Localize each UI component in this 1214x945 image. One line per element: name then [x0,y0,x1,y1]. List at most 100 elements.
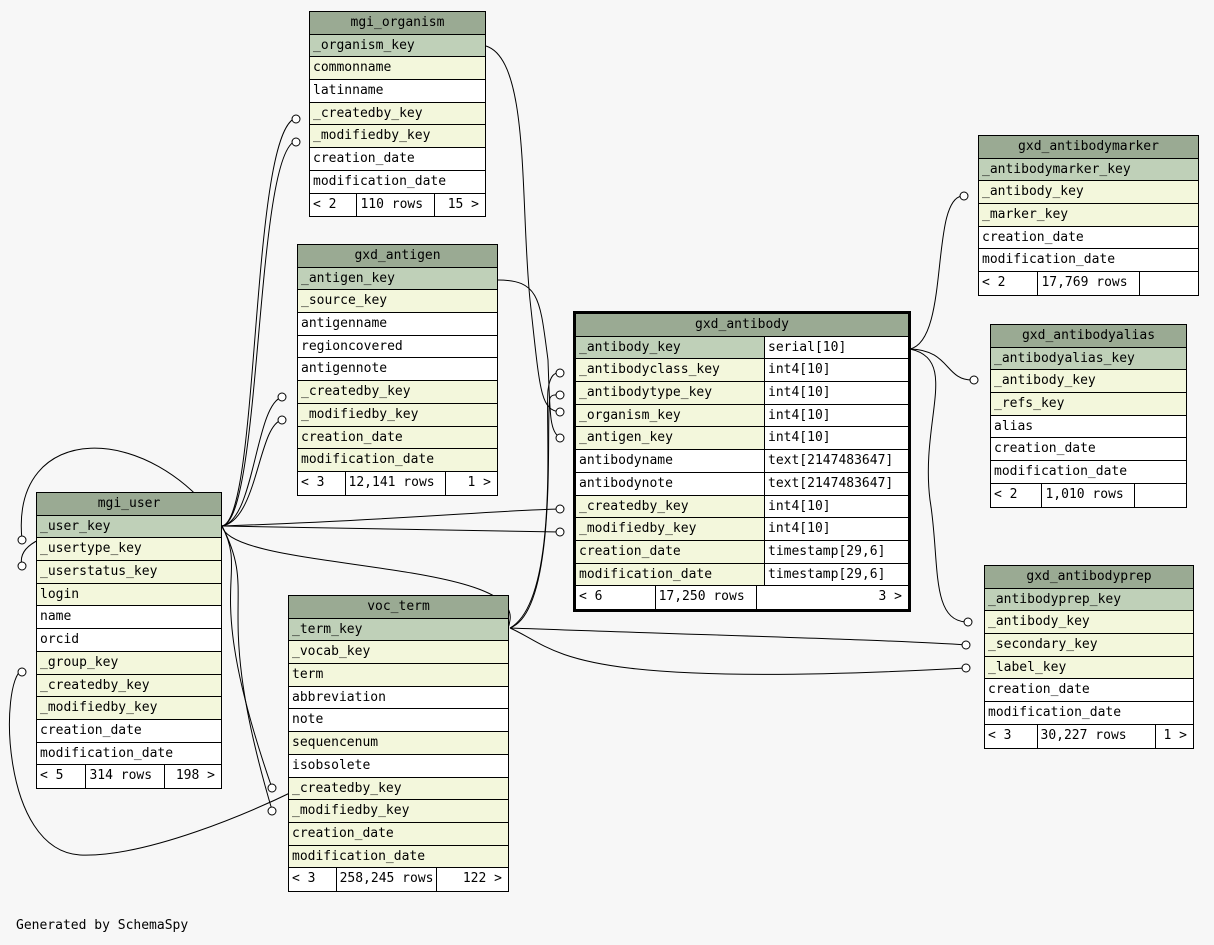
column-row[interactable]: creation_date [298,426,497,450]
column-row[interactable]: antigenname [298,313,497,336]
column-row[interactable]: latinname [310,80,485,103]
parents-link[interactable]: < 3 [985,724,1038,748]
column-row[interactable]: _source_key [298,290,497,314]
column-row[interactable]: _organism_key [310,34,485,58]
parents-link[interactable]: < 5 [37,765,87,788]
column-row[interactable]: _group_key [37,651,221,675]
column-row[interactable]: _modifiedby_key [310,125,485,149]
table-header[interactable]: gxd_antibodyprep [985,566,1193,589]
table-gxd-antibodyprep[interactable]: gxd_antibodyprep_antibodyprep_key_antibo… [984,565,1194,749]
table-header[interactable]: gxd_antigen [298,245,497,268]
column-row[interactable]: _antibodyalias_key [991,347,1186,371]
column-row[interactable]: orcid [37,629,221,652]
table-header[interactable]: gxd_antibodymarker [979,136,1198,159]
table-header[interactable]: voc_term [289,596,508,619]
children-link[interactable]: 122 > [462,871,502,887]
column-row[interactable]: modification_date [985,702,1193,725]
column-row[interactable]: _antigen_key [298,267,497,291]
column-row[interactable]: regioncovered [298,335,497,359]
column-row[interactable]: abbreviation [289,686,508,710]
table-mgi-user[interactable]: mgi_user_user_key_usertype_key_userstatu… [36,492,222,789]
parents-link[interactable]: < 3 [289,868,337,891]
children-link[interactable]: 3 > [878,589,903,605]
column-row[interactable]: creation_date [289,822,508,846]
column-row[interactable]: modification_date [979,249,1198,273]
column-row[interactable]: _createdby_key [298,381,497,404]
column-row[interactable]: modification_date [991,461,1186,484]
column-row[interactable]: _antibody_key [991,370,1186,394]
column-row[interactable]: _modifiedby_key [289,800,508,823]
column-row[interactable]: isobsolete [289,754,508,778]
column-row[interactable]: _antibodymarker_key [979,158,1198,182]
column-row[interactable]: term [289,664,508,687]
column-row[interactable]: creation_date [991,438,1186,462]
table-header[interactable]: gxd_antibodyalias [991,325,1186,348]
column-row[interactable]: creation_date [985,679,1193,703]
column-row[interactable]: sequencenum [289,732,508,755]
column-row[interactable]: creation_date [310,148,485,171]
table-name: mgi_organism [350,15,445,30]
table-gxd-antibodyalias[interactable]: gxd_antibodyalias_antibodyalias_key_anti… [990,324,1187,508]
column-row[interactable]: name [37,606,221,630]
children-link[interactable] [1140,272,1198,295]
children-link[interactable]: 1 > [1163,727,1187,743]
column-row[interactable]: _antibody_key [985,611,1193,635]
column-row[interactable]: modification_date [289,845,508,869]
column-row[interactable]: _userstatus_key [37,561,221,584]
column-name: _modifiedby_key [579,521,697,537]
column-row[interactable]: note [289,709,508,733]
column-row[interactable]: creation_date [979,226,1198,250]
column-row[interactable]: _createdby_key [289,777,508,801]
table-header[interactable]: mgi_user [37,493,221,516]
column-row[interactable]: _modifiedby_key [298,403,497,427]
parents-link[interactable]: < 3 [298,471,346,495]
column-row[interactable]: commonname [310,57,485,81]
column-row[interactable]: _user_key [37,515,221,539]
column-row[interactable]: _term_key [289,618,508,642]
column-row[interactable]: _vocab_key [289,641,508,665]
column-row[interactable]: _antibodyprep_key [985,588,1193,612]
column-row[interactable]: creation_date [37,719,221,743]
column-row[interactable]: modification_date [298,449,497,472]
children-link[interactable] [1135,484,1186,507]
parents-link[interactable]: < 2 [310,193,358,217]
table-gxd-antibodymarker[interactable]: gxd_antibodymarker_antibodymarker_key_an… [978,135,1199,296]
table-header[interactable]: gxd_antibody [576,314,908,337]
children-link[interactable]: 15 > [447,196,479,212]
column-row[interactable]: _marker_key [979,204,1198,227]
column-row[interactable]: _createdby_key [310,102,485,126]
column-row[interactable]: _label_key [985,656,1193,680]
column-row[interactable]: modification_date [310,170,485,194]
parents-link[interactable]: < 2 [991,483,1043,507]
children-link[interactable]: 1 > [467,474,491,490]
column-row[interactable]: _secondary_key [985,634,1193,657]
parents-link[interactable]: < 6 [576,586,656,609]
column-row[interactable]: _modifiedby_key [37,697,221,720]
parents-link[interactable]: < 2 [979,272,1039,295]
column-row[interactable]: _usertype_key [37,538,221,562]
table-header[interactable]: mgi_organism [310,12,485,35]
column-row[interactable]: alias [991,415,1186,439]
column-row[interactable]: _createdby_key [37,674,221,698]
column-row[interactable]: _refs_key [991,393,1186,416]
column-row[interactable]: login [37,583,221,607]
children-link[interactable]: 198 > [175,768,215,784]
column-row[interactable]: _antibody_key [979,181,1198,205]
column-row[interactable]: modification_date [37,742,221,766]
column-row[interactable]: antigennote [298,358,497,382]
